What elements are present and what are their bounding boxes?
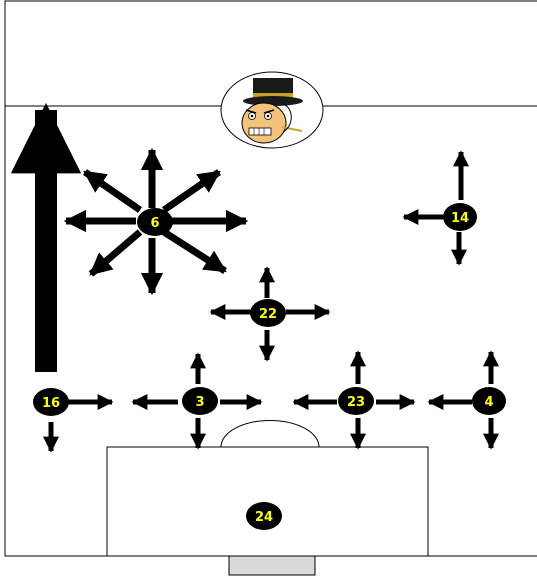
player-14: 14 (443, 203, 477, 231)
player-4: 4 (472, 387, 506, 415)
player-23: 23 (338, 387, 374, 415)
player-label: 4 (484, 395, 493, 410)
player-label: 14 (451, 211, 469, 226)
player-label: 6 (150, 216, 159, 231)
player-label: 24 (255, 510, 273, 525)
player-3: 3 (182, 387, 218, 415)
penalty-box (107, 447, 428, 556)
player-label: 23 (347, 395, 365, 410)
player-24-goalkeeper: 24 (246, 502, 282, 530)
player-22: 22 (250, 299, 286, 327)
player-label: 16 (42, 396, 60, 411)
player-16: 16 (33, 388, 69, 416)
goal (229, 556, 315, 575)
player-6: 6 (137, 208, 173, 236)
demon-deacon-mascot-icon (221, 72, 323, 148)
player-label: 22 (259, 307, 277, 322)
player-label: 3 (195, 395, 204, 410)
